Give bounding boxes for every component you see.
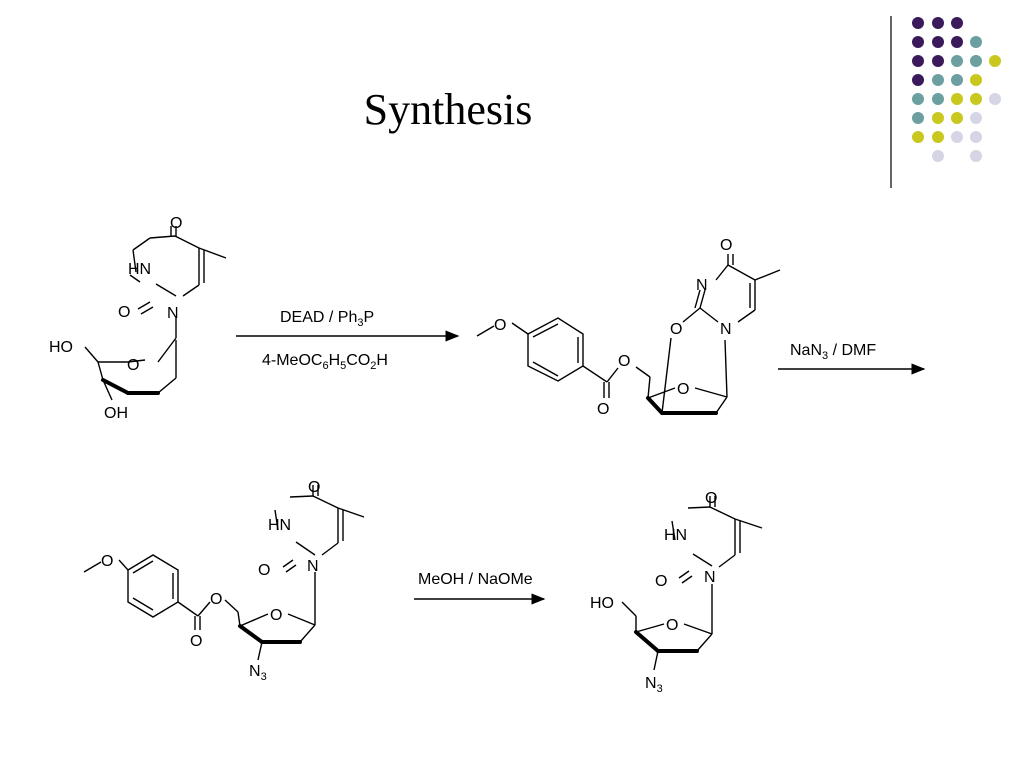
atom-n1: N: [704, 569, 716, 586]
molecule-azido-ester: O O O O N3 O HN O N: [83, 479, 365, 683]
atom-o-ester-carbonyl: O: [597, 401, 609, 418]
atom-o-carbonyl-2: O: [118, 304, 130, 321]
atom-n1: N: [307, 558, 319, 575]
atom-o-ring: O: [677, 381, 689, 398]
slide-title: Synthesis: [363, 85, 533, 134]
atom-ho: HO: [49, 339, 73, 356]
atom-o-carbonyl: O: [720, 237, 732, 254]
atom-o-ring: O: [270, 607, 282, 624]
atom-o-carbonyl: O: [308, 479, 320, 496]
atom-o-ester-carbonyl: O: [190, 633, 202, 650]
reagent-step3: MeOH / NaOMe: [418, 571, 533, 588]
atom-o-ring: O: [127, 357, 139, 374]
atom-ho: HO: [590, 595, 614, 612]
atom-o-methoxy: O: [494, 317, 506, 334]
atom-n3: N: [696, 277, 708, 294]
atom-o-ester: O: [210, 591, 222, 608]
reaction-arrow-1: DEAD / Ph3P 4-MeOC6H5CO2H: [236, 309, 460, 372]
atom-o-methoxy: O: [101, 553, 113, 570]
atom-azide: N3: [249, 663, 267, 683]
atom-azide: N3: [645, 675, 663, 695]
decorative-dot-grid: [912, 17, 1001, 162]
atom-hn: HN: [664, 527, 687, 544]
atom-hn: HN: [268, 517, 291, 534]
atom-n1: N: [167, 305, 179, 322]
atom-o-carbonyl-2: O: [655, 573, 667, 590]
atom-oh: OH: [104, 405, 128, 422]
reaction-arrow-2: NaN3 / DMF: [778, 342, 926, 375]
atom-o-anhydro: O: [670, 321, 682, 338]
atom-o-carbonyl: O: [170, 215, 182, 232]
molecule-anhydro-ester: O O O O O N O N: [476, 237, 781, 418]
atom-n1: N: [720, 321, 732, 338]
reagent-step1-bottom: 4-MeOC6H5CO2H: [262, 352, 388, 372]
atom-o-ester: O: [618, 353, 630, 370]
molecule-azt: HO O N3 O HN O N: [590, 490, 763, 695]
reaction-arrow-3: MeOH / NaOMe: [414, 571, 546, 605]
atom-o-carbonyl-2: O: [258, 562, 270, 579]
atom-o-carbonyl: O: [705, 490, 717, 507]
reagent-step1-top: DEAD / Ph3P: [280, 309, 374, 329]
reagent-step2: NaN3 / DMF: [790, 342, 876, 362]
atom-hn: HN: [128, 261, 151, 278]
molecule-thymidine: O HN O N O HO OH: [49, 215, 227, 422]
atom-o-ring: O: [666, 617, 678, 634]
